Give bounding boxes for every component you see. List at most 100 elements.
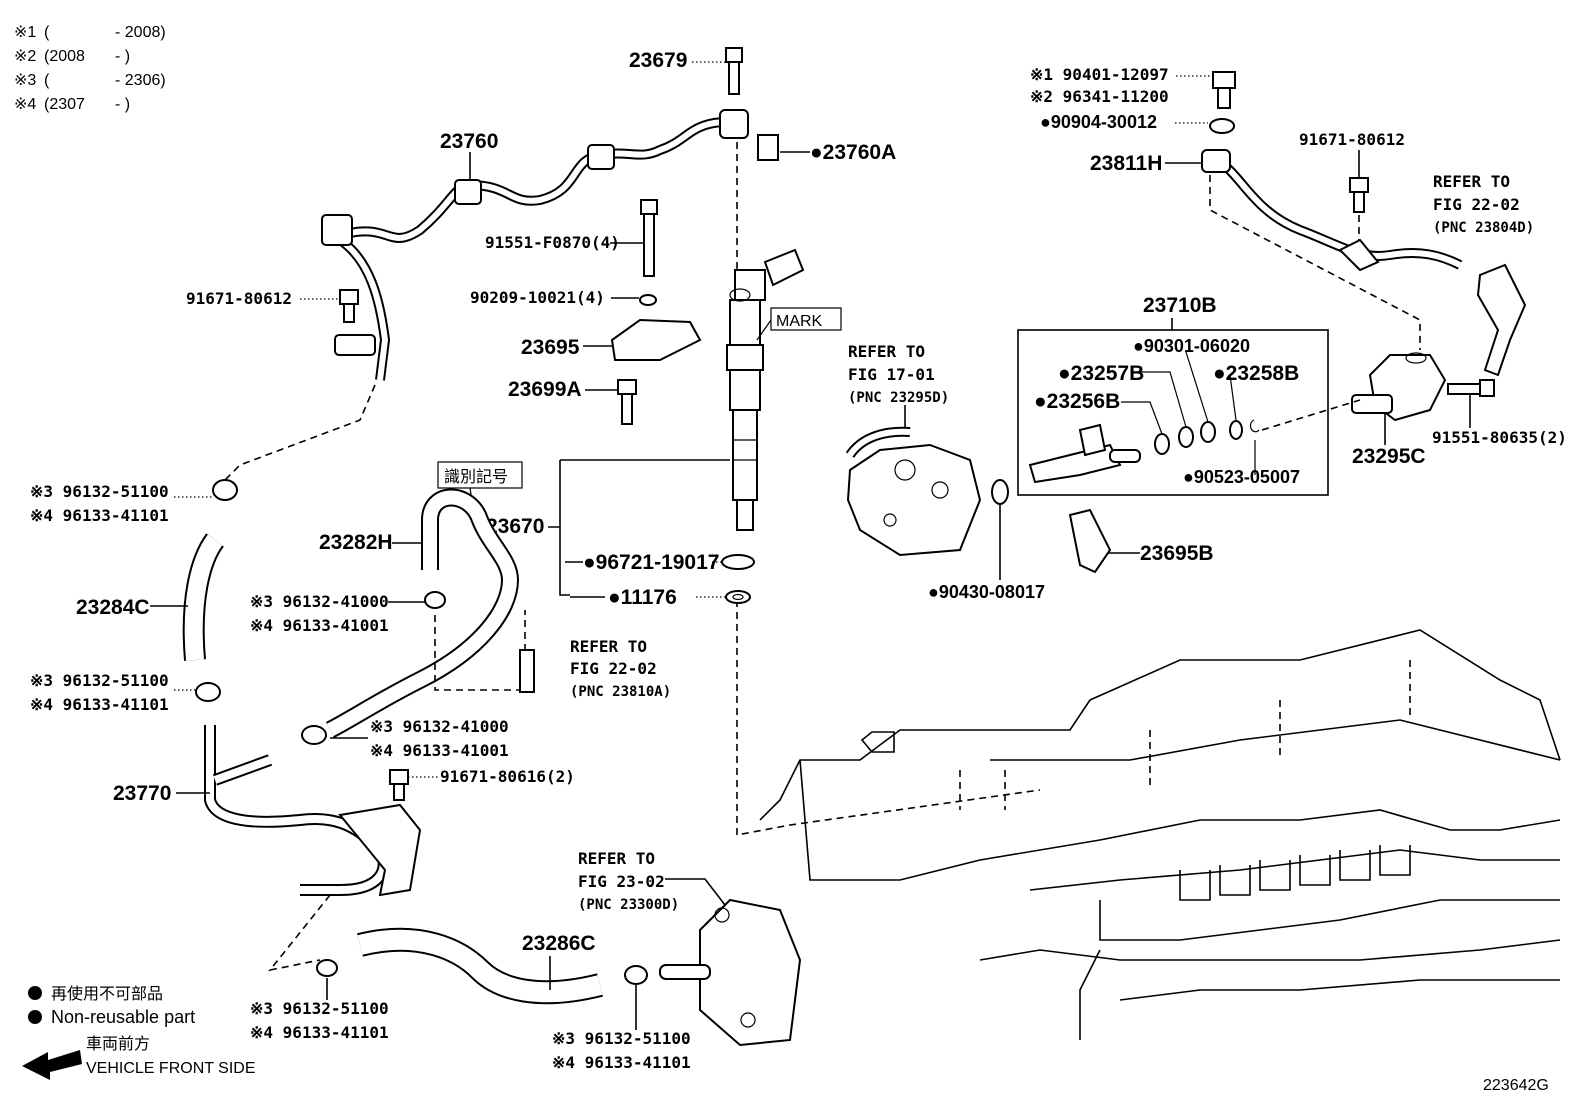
- remark-3-open: (: [44, 72, 50, 89]
- ref-1-line3: (PNC 23295D): [848, 390, 949, 406]
- part-96341: ※2 96341-11200: [1030, 87, 1169, 106]
- legend-nonreusable-en: Non-reusable part: [51, 1007, 195, 1027]
- clamp-1-drawing: [212, 479, 239, 501]
- ref-2-line1: REFER TO: [1433, 172, 1510, 191]
- bolt-91671-80616-drawing: [389, 769, 409, 801]
- kit-23710B-parts-drawing: [1028, 351, 1260, 484]
- clamp-3-drawing: [195, 682, 222, 702]
- clamp-4-b: ※4 96133-41001: [370, 741, 509, 760]
- remark-4-value: - ): [115, 96, 130, 113]
- remark-2-open: (2008: [44, 48, 85, 65]
- part-91551-80635: 91551-80635(2): [1432, 428, 1567, 447]
- pipe-leader-dash: [214, 384, 376, 491]
- legend: 再使用不可部品 Non-reusable part 車両前方 VEHICLE F…: [22, 985, 256, 1080]
- legend-front-jp: 車両前方: [86, 1035, 150, 1053]
- legend-front-en: VEHICLE FRONT SIDE: [86, 1060, 256, 1077]
- legend-nonreusable-jp: 再使用不可部品: [51, 985, 163, 1003]
- part-23760: 23760: [440, 130, 498, 153]
- mark-leader: [756, 319, 772, 341]
- remark-2-value: - ): [115, 48, 130, 65]
- part-90523: ●90523-05007: [1183, 467, 1300, 487]
- front-arrow-icon: [22, 1050, 82, 1080]
- engine-block-drawing: [759, 629, 1561, 1040]
- part-91671-80612-right: 91671-80612: [1299, 130, 1405, 149]
- supply-pump-drawing: [659, 898, 802, 1047]
- remark-1-open: (: [44, 24, 50, 41]
- fuel-injector-drawing: [726, 248, 805, 531]
- pipe-23770-dash: [268, 894, 331, 972]
- remark-3-mark: ※3: [14, 72, 36, 89]
- part-91671-80612-left: 91671-80612: [186, 289, 292, 308]
- nonreusable-dot-1: [28, 986, 42, 1000]
- part-90904: ●90904-30012: [1040, 112, 1157, 132]
- ref-4-leader: [665, 878, 726, 906]
- pipe-23770-drawing: [204, 725, 422, 897]
- clamp-23695-drawing: [610, 318, 702, 361]
- nonreusable-dot-2: [28, 1010, 42, 1024]
- remark-4-mark: ※4: [14, 96, 36, 113]
- clamp-6-a: ※3 96132-51100: [552, 1029, 691, 1048]
- part-23710B: 23710B: [1143, 294, 1217, 317]
- clamp-4-a: ※3 96132-41000: [370, 717, 509, 736]
- bolt-23679-drawing: [725, 47, 743, 95]
- bolt-91671-80612-right-drawing: [1349, 177, 1369, 213]
- gasket-11176-drawing: [725, 590, 751, 604]
- clamp-23695B-drawing: [1068, 508, 1112, 574]
- id-mark-label: 識別記号: [444, 468, 508, 486]
- pipe-23811H-dash: [1209, 175, 1421, 350]
- ref-1-line1: REFER TO: [848, 342, 925, 361]
- clamp-1-b: ※4 96133-41101: [30, 506, 169, 525]
- clip-23760A-drawing: [757, 134, 779, 161]
- kit-23710B-box: [1017, 329, 1329, 496]
- id-mark-box: [437, 461, 523, 489]
- bracket-23670: [548, 459, 730, 596]
- clamp-2-drawing: [424, 591, 447, 609]
- bolt-91551-F0870-drawing: [640, 199, 658, 277]
- injection-pipe-23760-drawing: [321, 109, 749, 381]
- injector-seat-dash: [736, 600, 1041, 836]
- valve-23295C-drawing: [1351, 352, 1447, 422]
- clamp-3-a: ※3 96132-51100: [30, 671, 169, 690]
- part-23679: 23679: [629, 49, 687, 72]
- clamp-4-drawing: [301, 725, 328, 745]
- part-23286C: 23286C: [522, 932, 596, 955]
- part-90430: ●90430-08017: [928, 582, 1045, 602]
- housing-23295D-drawing: [845, 426, 982, 557]
- part-23695: 23695: [521, 336, 580, 359]
- oring-96721-drawing: [721, 554, 755, 570]
- ref-3-line2: FIG 22-02: [570, 659, 657, 678]
- gasket-90904-drawing: [1209, 118, 1235, 134]
- part-90401: ※1 90401-12097: [1030, 65, 1169, 84]
- clamp-2-a: ※3 96132-41000: [250, 592, 389, 611]
- remark-3-value: - 2306): [115, 72, 166, 89]
- ref-4-line2: FIG 23-02: [578, 872, 665, 891]
- part-91671-80616: 91671-80616(2): [440, 767, 575, 786]
- clamp-6-b: ※4 96133-41101: [552, 1053, 691, 1072]
- mark-label: MARK: [776, 313, 823, 330]
- part-23284C: 23284C: [76, 596, 150, 619]
- part-96721: ●96721-19017: [583, 551, 719, 574]
- mark-box: [770, 307, 842, 331]
- remark-4-open: (2307: [44, 96, 85, 113]
- bolt-91671-80612-left-drawing: [339, 289, 359, 323]
- part-23256B: ●23256B: [1034, 390, 1120, 413]
- remarks-block: ※1 ( - 2008) ※2 (2008 - ) ※3 ( - 2306) ※…: [14, 24, 166, 113]
- part-23695B: 23695B: [1140, 542, 1214, 565]
- ref-1-line2: FIG 17-01: [848, 365, 935, 384]
- part-23295C: 23295C: [1352, 445, 1426, 468]
- bolt-91551-80635-drawing: [1447, 379, 1495, 397]
- part-91551-F0870: 91551-F0870(4): [485, 233, 620, 252]
- clamp-2-b: ※4 96133-41001: [250, 616, 389, 635]
- clamp-5-a: ※3 96132-51100: [250, 999, 389, 1018]
- remark-1-value: - 2008): [115, 24, 166, 41]
- ref-2-line2: FIG 22-02: [1433, 195, 1520, 214]
- figure-id: 223642G: [1483, 1077, 1549, 1094]
- ref-2-line3: (PNC 23804D): [1433, 220, 1534, 236]
- remark-1-mark: ※1: [14, 24, 36, 41]
- part-23811H: 23811H: [1090, 152, 1162, 175]
- part-90209: 90209-10021(4): [470, 288, 605, 307]
- part-23258B: ●23258B: [1213, 362, 1299, 385]
- ref-3-line1: REFER TO: [570, 637, 647, 656]
- ref-3-line3: (PNC 23810A): [570, 684, 671, 700]
